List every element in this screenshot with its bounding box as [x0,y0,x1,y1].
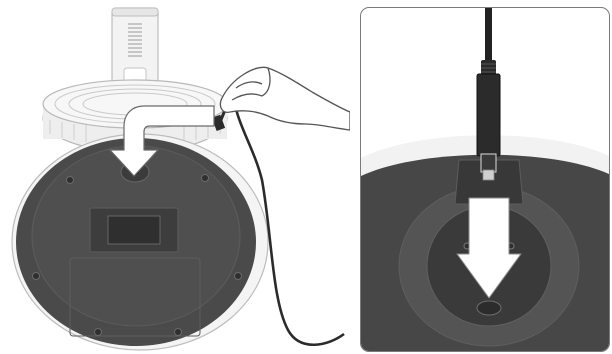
right-closeup-panel [360,7,610,352]
closeup-cable-plug [476,8,501,181]
fan-base [11,133,269,351]
left-illustration-panel [11,7,350,351]
curved-arrow-icon [109,105,215,177]
power-cable [233,83,345,346]
closeup-port [476,300,502,316]
cable-insertion-closeup-illustration [361,8,609,351]
down-arrow-icon [456,197,522,299]
fan-base-cable-routing-illustration [11,7,350,351]
hand-illustration [219,66,350,131]
